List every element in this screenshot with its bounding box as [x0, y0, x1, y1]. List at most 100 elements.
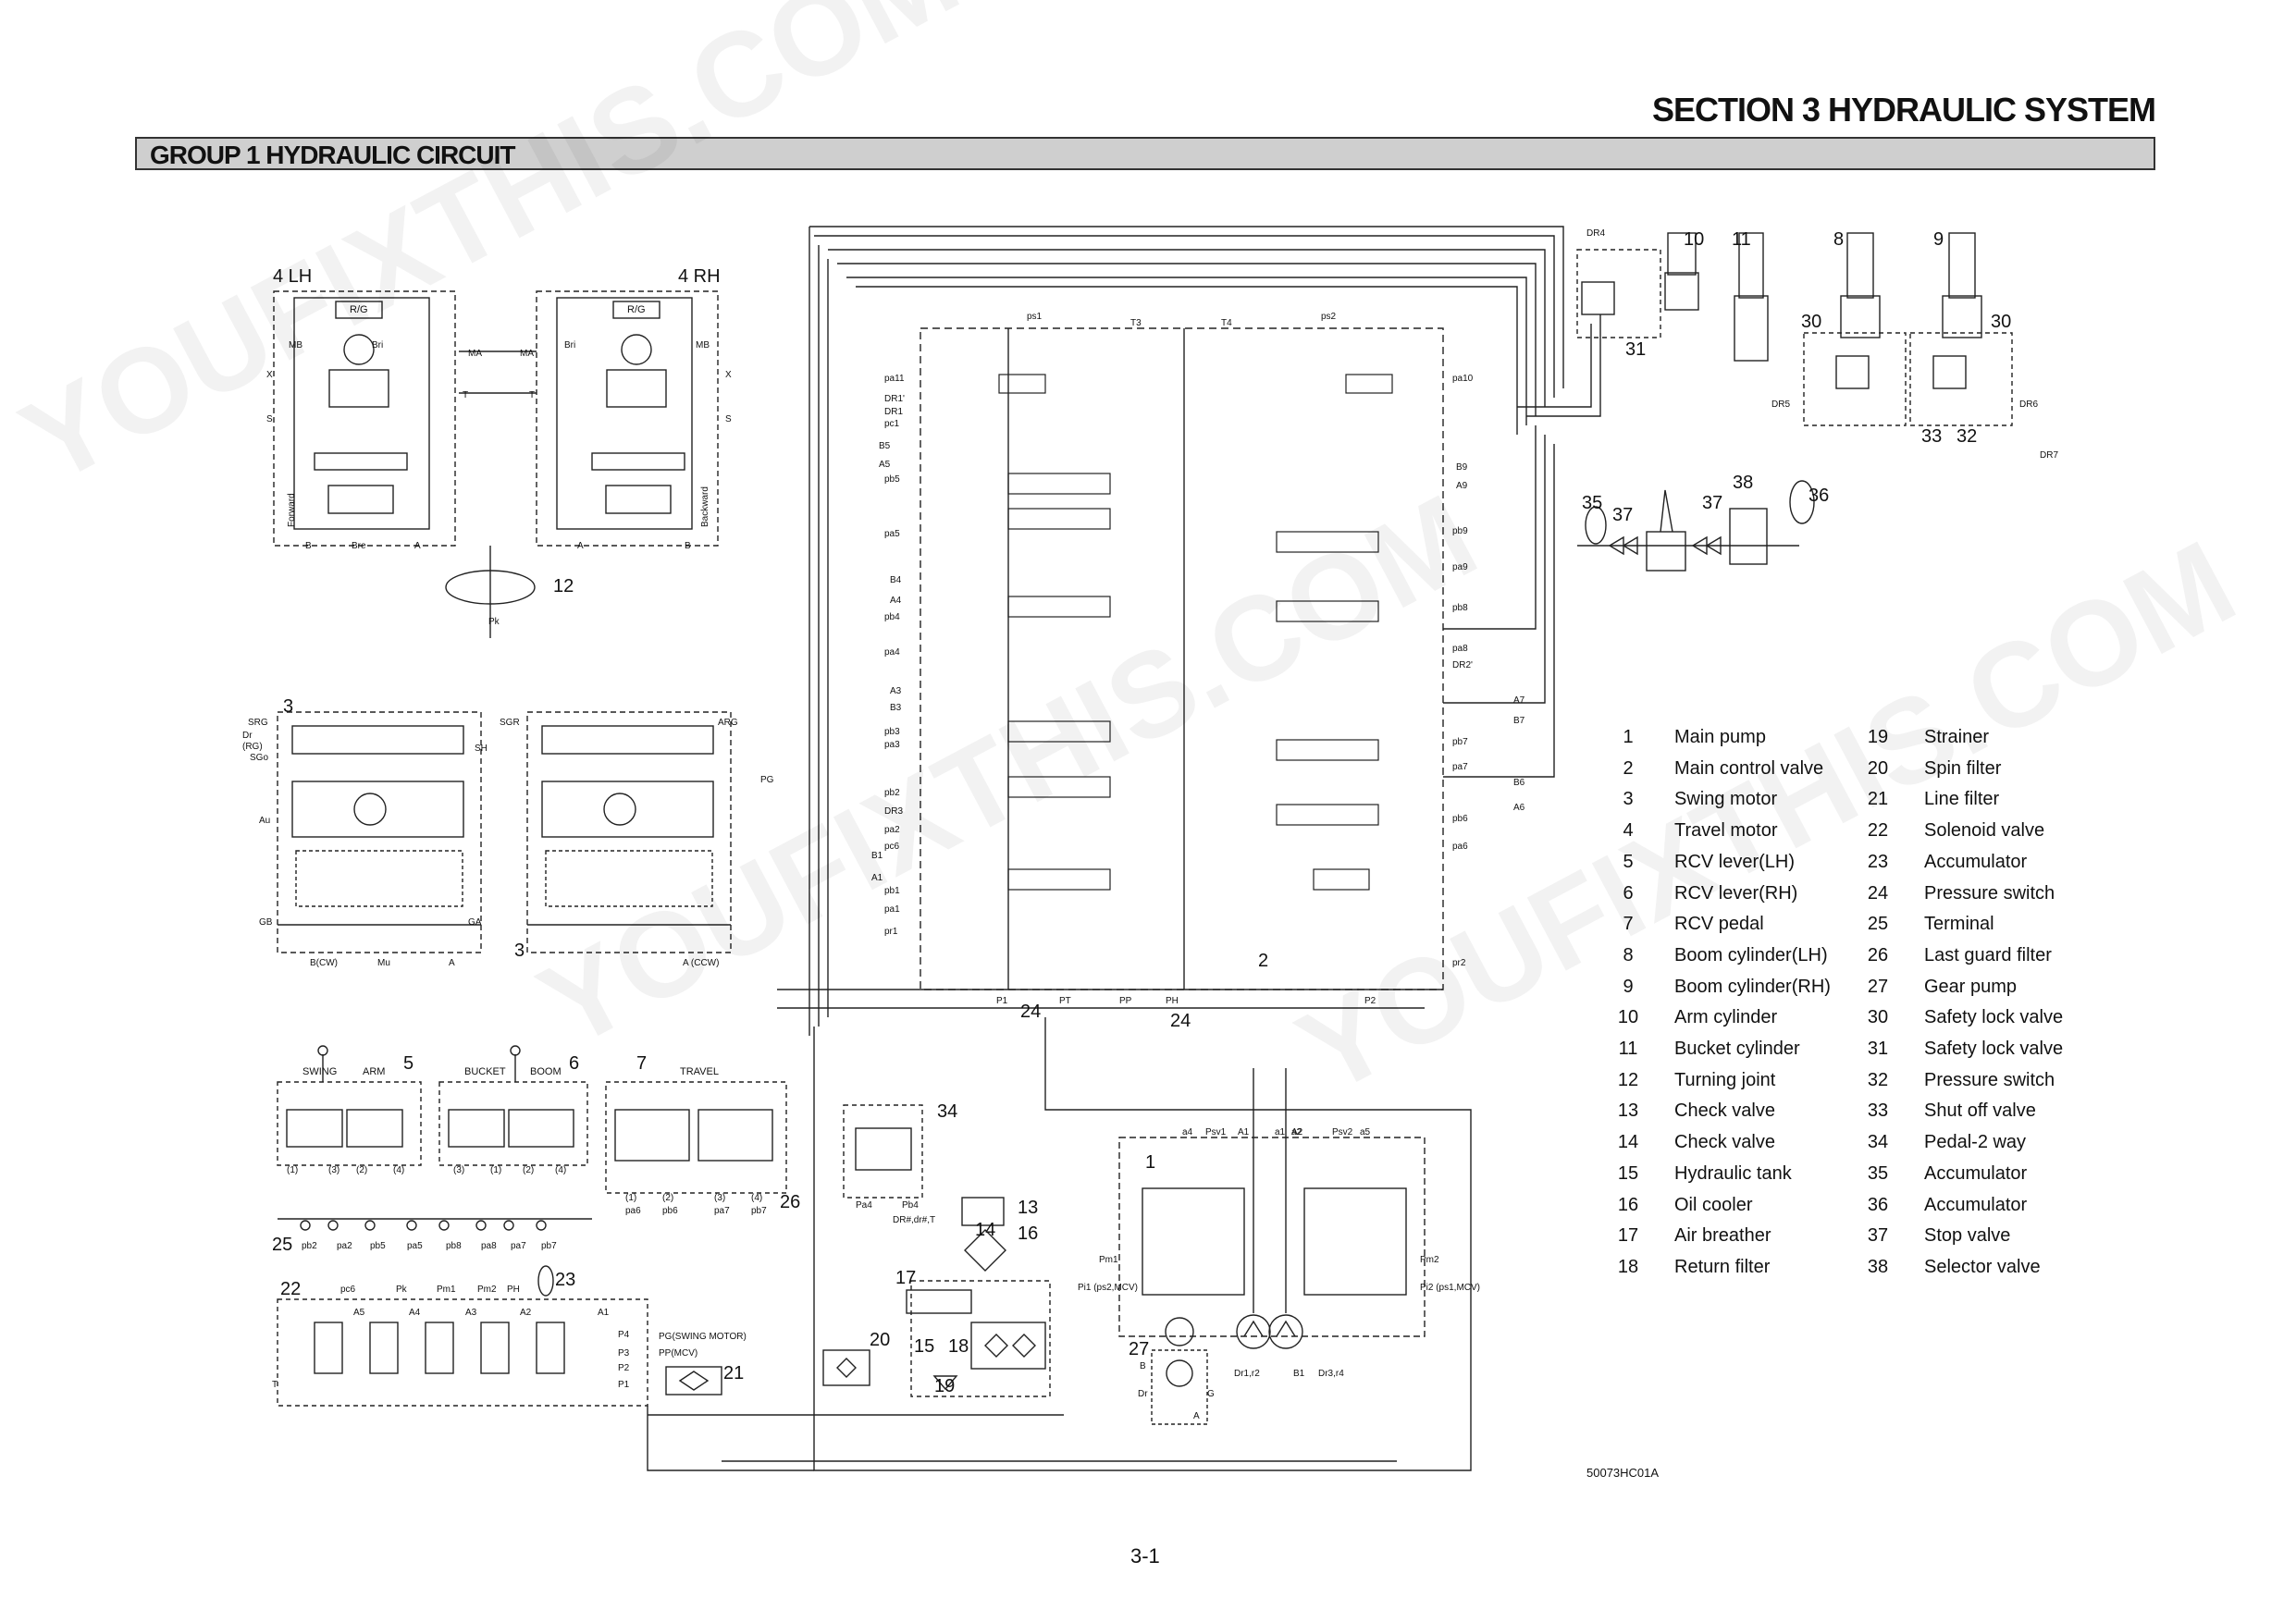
port-label: pa8: [481, 1241, 497, 1251]
group-title-bar: GROUP 1 HYDRAULIC CIRCUIT: [135, 137, 2155, 170]
legend-name: Main control valve: [1674, 757, 1824, 779]
callout-33: 33: [1921, 426, 1942, 447]
port-label: B1: [1293, 1369, 1305, 1379]
travel-motor-rh: [536, 290, 719, 547]
callout-1: 1: [1145, 1152, 1155, 1173]
port-label: Pk: [396, 1285, 408, 1295]
legend-name: Oil cooler: [1674, 1194, 1753, 1215]
port-label: S: [725, 414, 732, 424]
port-label: T: [272, 1380, 278, 1390]
port-label: Pa4: [856, 1200, 872, 1211]
callout-14: 14: [975, 1220, 995, 1240]
callout-3b: 3: [514, 941, 525, 961]
port-label: pb7: [751, 1206, 767, 1216]
port-label: P3: [618, 1348, 630, 1359]
legend-name: Stop valve: [1924, 1225, 2011, 1247]
legend-name: Turning joint: [1674, 1069, 1776, 1090]
legend-number: 31: [1867, 1039, 1889, 1059]
port-label: pa8: [1452, 644, 1468, 654]
pedal-2-way: [843, 1104, 923, 1199]
port-label: MA: [468, 349, 482, 359]
legend-name: Air breather: [1674, 1225, 1771, 1247]
port-label: T: [463, 390, 468, 400]
port-label: B3: [890, 703, 902, 713]
check-valve-13: [961, 1197, 1005, 1226]
port-label: DR1: [884, 407, 903, 417]
legend-number: 26: [1867, 944, 1889, 965]
pp-mcv-label: PP(MCV): [659, 1348, 697, 1359]
air-breather: [906, 1289, 972, 1314]
callout-6: 6: [569, 1053, 579, 1074]
legend-number: 9: [1623, 976, 1634, 997]
port-label: pb6: [1452, 814, 1468, 824]
callout-15: 15: [914, 1336, 934, 1357]
legend-number: 24: [1867, 882, 1889, 904]
travel-motor-rh-label: 4 RH: [678, 266, 721, 287]
port-label: DR6: [2019, 400, 2038, 410]
selector-valve: [1729, 508, 1768, 565]
port-label: pb7: [1452, 737, 1468, 747]
legend-number: 16: [1617, 1194, 1639, 1215]
port-label: G: [1207, 1389, 1215, 1399]
port-label: A5: [353, 1308, 365, 1318]
callout-18: 18: [948, 1336, 969, 1357]
port-label: a4: [1182, 1127, 1193, 1137]
port-label: pc6: [884, 842, 900, 852]
port-label: DR5: [1771, 400, 1790, 410]
port-label: B: [1140, 1361, 1146, 1371]
port-label: PG: [760, 775, 774, 785]
port-label: MB: [289, 340, 302, 350]
group-title: GROUP 1 HYDRAULIC CIRCUIT: [150, 141, 516, 169]
port-label: T3: [1130, 318, 1142, 328]
port-label: B9: [1456, 462, 1468, 473]
port-label: X: [266, 370, 273, 380]
legend-number: 11: [1618, 1039, 1638, 1059]
port-label: pa7: [1452, 762, 1468, 772]
callout-12: 12: [553, 576, 574, 596]
port-label: pa6: [1452, 842, 1468, 852]
port-label: pa1: [884, 904, 900, 915]
gear-pump: [1151, 1349, 1208, 1425]
port-label: B7: [1513, 716, 1525, 726]
callout-8: 8: [1833, 229, 1844, 250]
callout-30b: 30: [1991, 312, 2011, 332]
port-label: A5: [879, 460, 891, 470]
port-label: A9: [1456, 481, 1468, 491]
legend-number: 10: [1617, 1007, 1639, 1028]
legend-name: RCV lever(RH): [1674, 882, 1798, 904]
port-label: MA: [520, 349, 534, 359]
legend-name: Line filter: [1924, 789, 2000, 810]
bucket-cylinder: [1734, 295, 1769, 362]
callout-20: 20: [870, 1330, 890, 1350]
legend-number: 30: [1867, 1007, 1889, 1028]
callout-9: 9: [1933, 229, 1944, 250]
port-label: PT: [1059, 996, 1071, 1006]
port-label: DR2': [1452, 660, 1473, 670]
accumulator-35: [1585, 506, 1607, 545]
port-label: T: [529, 390, 535, 400]
arm-cylinder: [1664, 272, 1699, 311]
legend-name: Accumulator: [1924, 1194, 2028, 1215]
callout-32: 32: [1957, 426, 1977, 447]
port-label: Psv2: [1332, 1127, 1353, 1137]
port-label: B6: [1513, 778, 1525, 788]
swing-motor-left: [277, 711, 482, 953]
legend-name: Gear pump: [1924, 976, 2018, 997]
rcv-pedal: [605, 1081, 787, 1194]
legend-number: 8: [1623, 944, 1634, 965]
legend-number: 19: [1867, 727, 1889, 747]
port-label: Pm1: [437, 1285, 456, 1295]
callout-10: 10: [1684, 229, 1704, 250]
legend-number: 37: [1867, 1225, 1889, 1247]
port-label: (1): [625, 1193, 636, 1203]
port-label: Pi1 (ps2,MCV): [1078, 1283, 1138, 1293]
port-label: PH: [1166, 996, 1179, 1006]
port-label: S: [266, 414, 273, 424]
port-label: pa2: [337, 1241, 352, 1251]
safety-lock-valve-30-left: [1803, 332, 1907, 426]
port-label: Pm1: [1099, 1255, 1118, 1265]
legend-name: Main pump: [1674, 727, 1766, 747]
port-label: P1: [996, 996, 1008, 1006]
legend-number: 14: [1617, 1132, 1639, 1153]
port-label: A6: [1513, 803, 1525, 813]
